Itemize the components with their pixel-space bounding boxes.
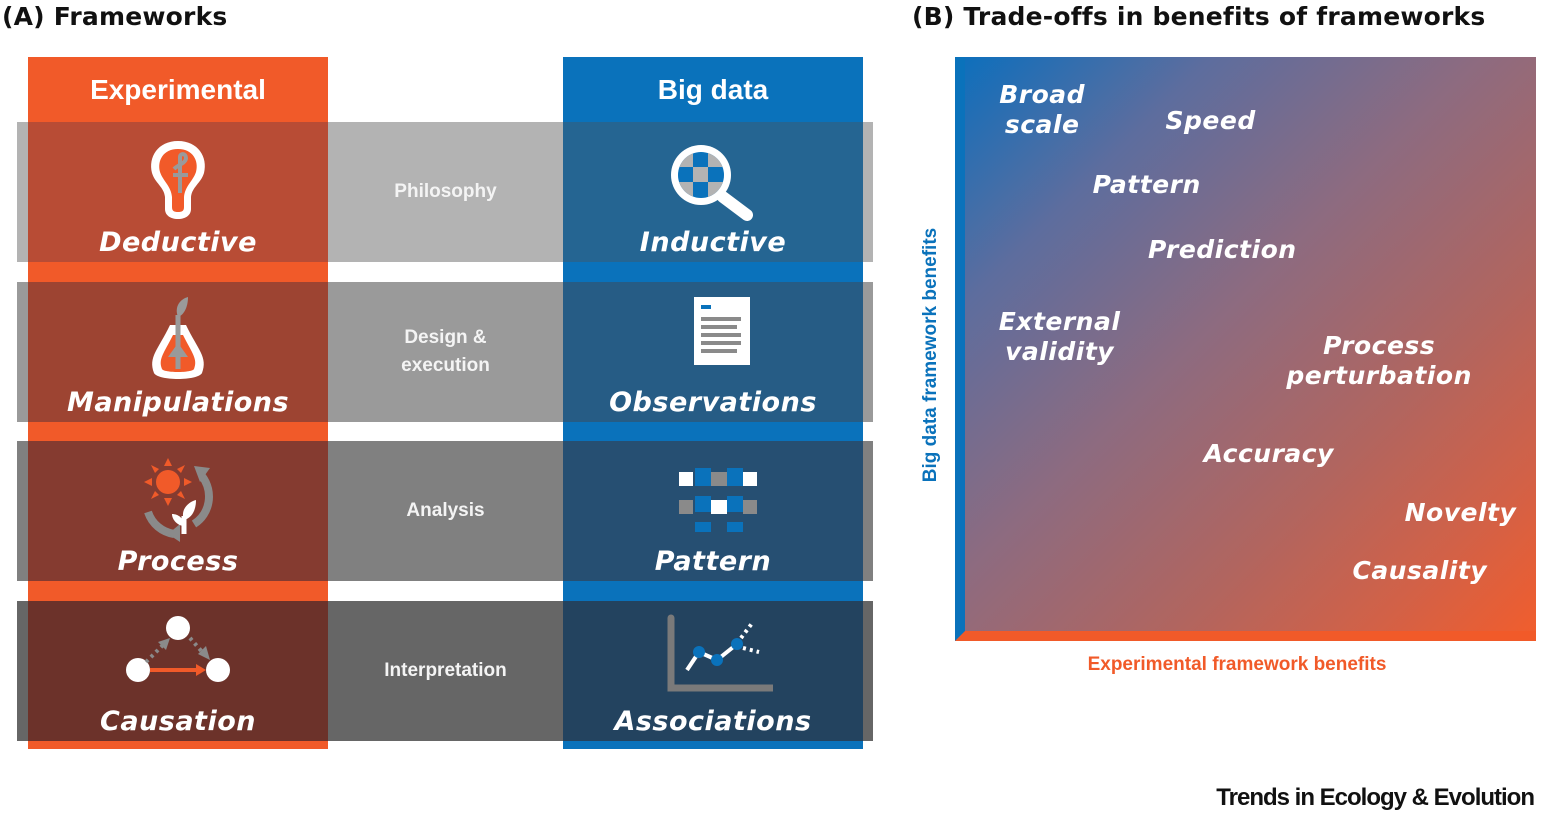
experimental-cell: Process: [28, 441, 328, 581]
y-axis-edge: [955, 57, 965, 641]
panel-b-title: (B) Trade-offs in benefits of frameworks: [912, 2, 1486, 31]
benefit-line: scale: [1004, 109, 1080, 139]
benefit-label: Causality: [1352, 556, 1487, 586]
sun-cycle-icon: [118, 454, 238, 544]
causal-graph-icon: [118, 614, 238, 704]
experimental-cell: Manipulations: [28, 282, 328, 422]
x-axis-edge: [955, 631, 1536, 641]
cell-label: Observations: [609, 387, 817, 418]
aspect-label: Philosophy: [394, 181, 497, 202]
cell-label: Associations: [614, 706, 812, 737]
benefit-label: Prediction: [1148, 235, 1297, 265]
benefit-line: Pattern: [1092, 170, 1201, 200]
x-axis-label: Experimental framework benefits: [1087, 654, 1387, 675]
cell-label: Manipulations: [66, 387, 290, 418]
y-axis-label: Big data framework benefits: [920, 227, 941, 483]
benefit-label: Novelty: [1405, 498, 1517, 528]
benefit-line: Process: [1323, 330, 1436, 360]
benefit-label: Speed: [1166, 106, 1256, 136]
big-data-cell: Pattern: [563, 441, 863, 581]
experimental-cell: Deductive: [28, 122, 328, 262]
pattern-grid-icon: [653, 454, 773, 544]
benefit-line: Accuracy: [1203, 439, 1334, 469]
big-data-cell: Observations: [563, 282, 863, 422]
aspect-label: Design & execution: [401, 327, 490, 376]
benefit-line: External: [998, 307, 1121, 337]
benefit-line: Broad: [999, 79, 1086, 109]
magnifier-icon: [653, 135, 773, 225]
big-data-cell: Inductive: [563, 122, 863, 262]
document-icon: [653, 295, 773, 385]
band-edge: [17, 441, 28, 581]
aspect-label: Analysis: [406, 500, 485, 521]
band-edge: [17, 122, 28, 262]
framework-row: Causation Associations Interpretation: [17, 601, 873, 741]
flask-plant-icon: [118, 295, 238, 385]
benefit-line: perturbation: [1286, 360, 1472, 390]
big-data-header: Big data: [657, 74, 769, 105]
cell-label: Pattern: [654, 546, 772, 577]
journal-name: Trends in Ecology & Evolution: [1216, 784, 1535, 811]
benefit-label: Pattern: [1093, 170, 1201, 200]
benefit-line: Causality: [1352, 555, 1488, 585]
cell-label: Causation: [100, 706, 256, 737]
experimental-cell: Causation: [28, 601, 328, 741]
framework-row: Deductive Inductive Philosophy: [17, 122, 873, 262]
benefit-line: Prediction: [1147, 234, 1297, 264]
cell-label: Deductive: [99, 227, 257, 258]
benefit-line: validity: [1005, 337, 1115, 367]
benefit-label: Accuracy: [1204, 439, 1334, 469]
big-data-cell: Associations: [563, 601, 863, 741]
band-edge: [17, 601, 28, 741]
band-edge: [17, 282, 28, 422]
experimental-header: Experimental: [90, 74, 266, 105]
framework-row: Process Pattern Analysis: [17, 441, 873, 581]
cell-label: Process: [117, 546, 239, 577]
benefit-line: Speed: [1165, 106, 1256, 136]
aspect-label: Interpretation: [384, 660, 507, 681]
line-chart-icon: [653, 614, 777, 704]
lightbulb-icon: [118, 135, 238, 225]
framework-row: Manipulations Observations Design & execut…: [17, 282, 873, 422]
benefit-line: Novelty: [1404, 497, 1517, 527]
panel-a-title: (A) Frameworks: [2, 2, 228, 31]
cell-label: Inductive: [639, 227, 787, 258]
